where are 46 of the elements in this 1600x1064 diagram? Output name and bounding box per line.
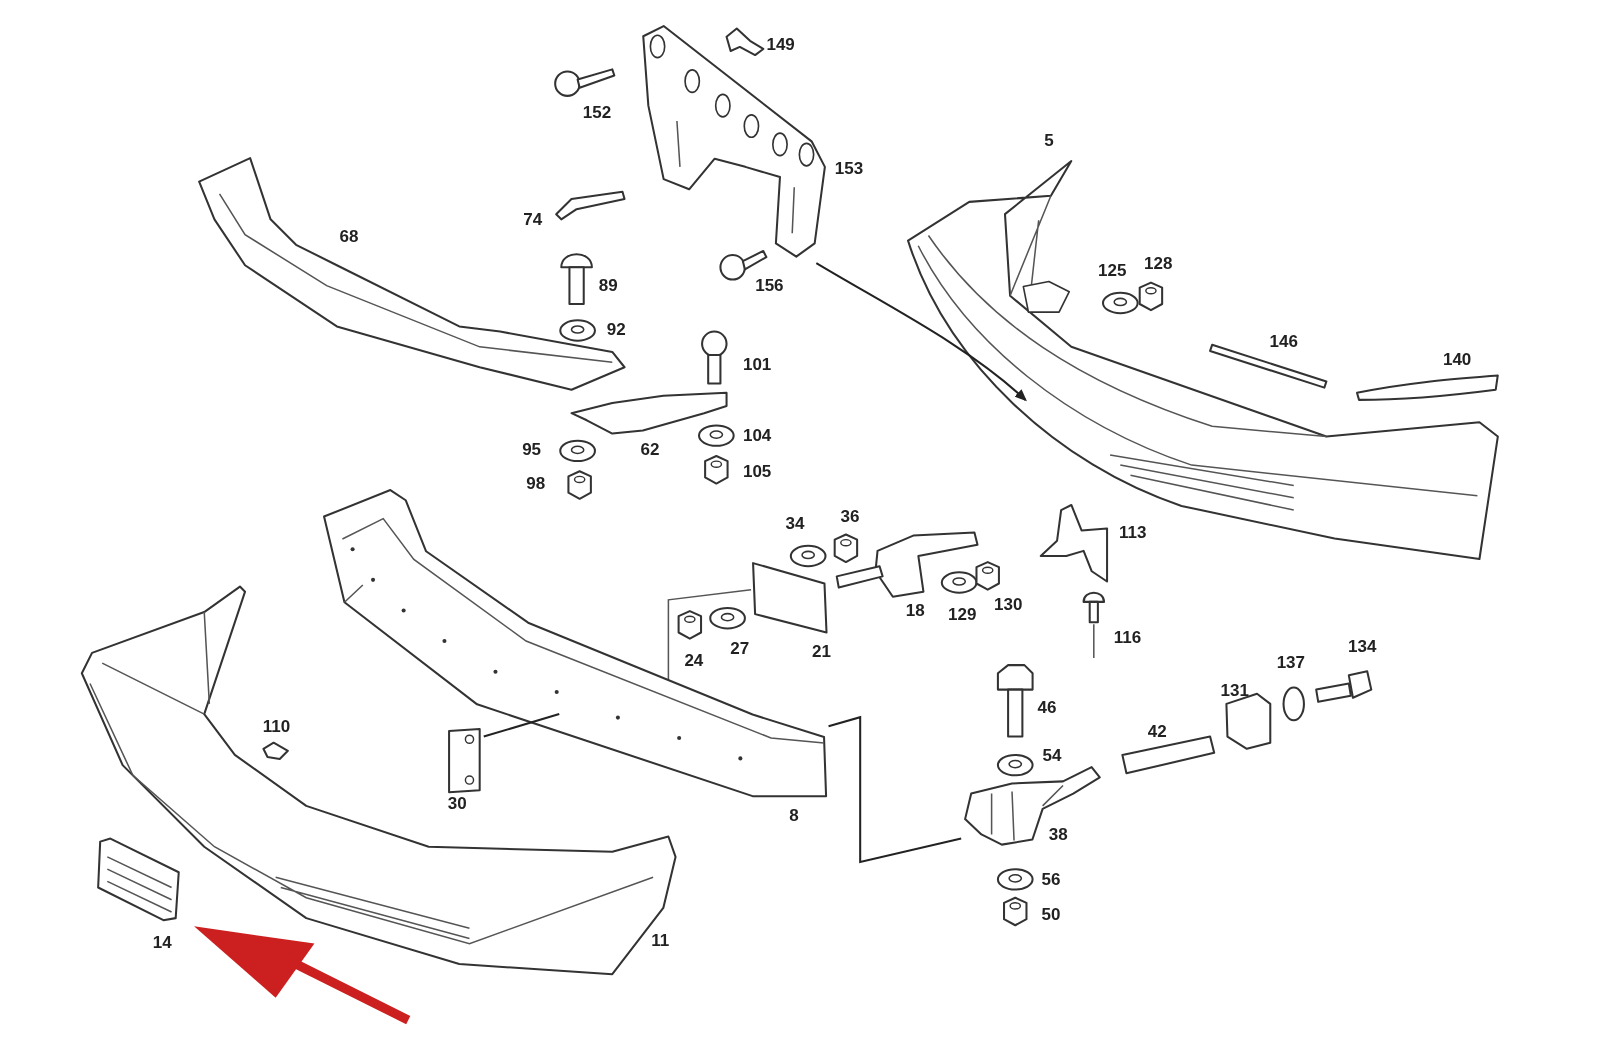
callout-number: 92 — [606, 320, 626, 338]
callout-number: 152 — [582, 103, 612, 121]
callout-number: 131 — [1220, 681, 1249, 699]
callout-number: 18 — [905, 601, 925, 619]
connector-line — [828, 715, 962, 864]
callout-number: 14 — [152, 933, 172, 951]
callout-number: 8 — [789, 806, 799, 824]
callout-number: 95 — [522, 440, 542, 458]
callout-number: 21 — [811, 642, 831, 660]
callout-number: 101 — [742, 355, 772, 373]
callout-number: 62 — [640, 440, 660, 458]
callout-number: 74 — [523, 210, 543, 228]
callout-number: 54 — [1042, 746, 1062, 764]
callout-number: 30 — [447, 794, 467, 812]
callout-number: 116 — [1113, 628, 1142, 646]
callout-number: 105 — [742, 462, 772, 480]
callout-number: 42 — [1147, 722, 1167, 740]
callout-number: 38 — [1048, 825, 1068, 843]
callout-number: 113 — [1118, 523, 1147, 541]
callout-number: 146 — [1269, 332, 1298, 350]
callout-number: 156 — [755, 276, 784, 294]
arrow — [815, 262, 1027, 402]
callout-number: 153 — [834, 159, 864, 177]
callout-number: 128 — [1143, 254, 1173, 272]
callout-number: 140 — [1442, 350, 1472, 368]
callout-number: 36 — [840, 507, 860, 525]
callout-number: 46 — [1037, 698, 1057, 716]
callout-number: 27 — [730, 639, 750, 657]
callout-number: 130 — [993, 595, 1023, 613]
connector-line — [483, 713, 560, 738]
callout-number: 104 — [742, 426, 772, 444]
callout-number: 11 — [651, 931, 670, 949]
callout-number: 125 — [1098, 261, 1127, 279]
callout-number: 89 — [598, 276, 618, 294]
callout-number: 98 — [526, 474, 546, 492]
callout-number: 129 — [948, 605, 977, 623]
callout-number: 34 — [785, 514, 805, 532]
callout-number: 56 — [1041, 870, 1061, 888]
callout-number: 5 — [1044, 131, 1054, 149]
callout-number: 24 — [684, 651, 704, 669]
callout-number: 137 — [1276, 653, 1305, 671]
callout-number: 110 — [262, 717, 291, 734]
callout-number: 134 — [1348, 637, 1377, 655]
callout-number: 50 — [1041, 905, 1061, 923]
callout-number: 149 — [766, 35, 795, 53]
callout-number: 68 — [339, 227, 359, 245]
